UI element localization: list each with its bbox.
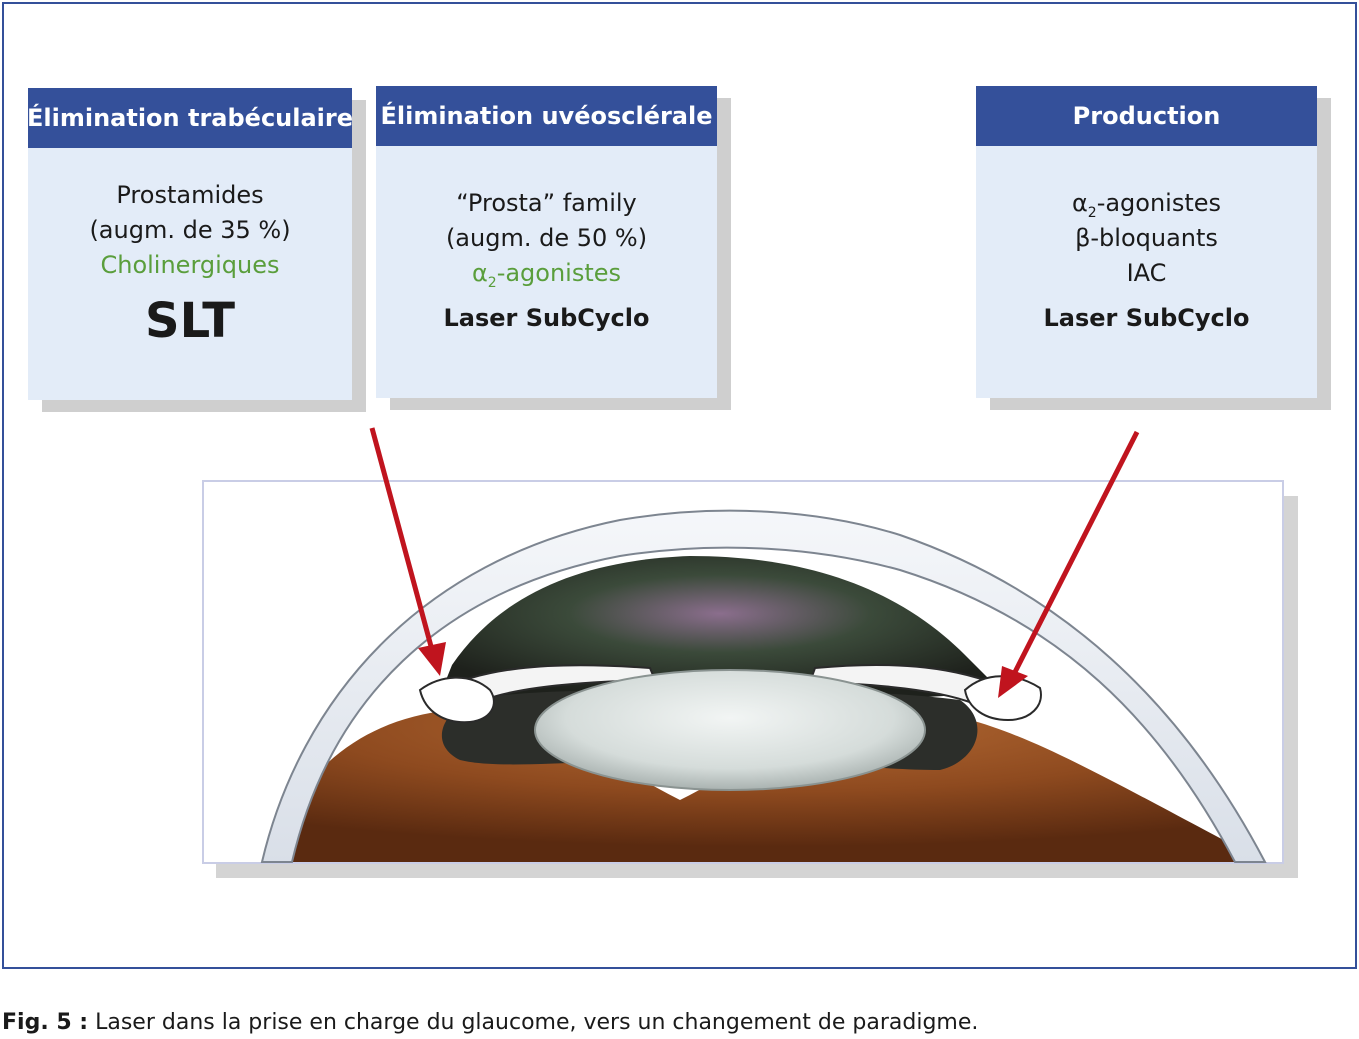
alpha2-agonistes-text: α2-agonistes [976,186,1317,221]
alpha-symbol: α [471,259,488,287]
augm-50-text: (augm. de 50 %) [445,224,648,252]
beta-bloquants-text: β-bloquants [1075,224,1218,252]
trabecular-angle-left [418,676,495,724]
prosta-family-text: “Prosta” family [456,189,637,217]
agonistes-text: -agonistes [496,259,622,287]
box-body: “Prosta” family (augm. de 50 %) α2-agoni… [376,186,717,336]
box-card: Élimination uvéosclérale “Prosta” family… [376,86,717,398]
slt-label: SLT [145,293,235,349]
box-title: Élimination trabéculaire [27,88,353,148]
arrow-production [998,430,1140,698]
alpha-subscript: 2 [1087,205,1097,221]
arrow-trabecular [369,427,446,676]
alpha-symbol: α [1071,189,1088,217]
cholinergiques-text: Cholinergiques [100,251,280,279]
caption-text: Laser dans la prise en charge du glaucom… [88,1010,979,1035]
laser-subcyclo-text: Laser SubCyclo [443,304,650,332]
crystalline-lens [534,669,926,791]
anterior-chamber [440,556,1000,700]
box-card: Production α2-agonistes β-bloquants IAC … [976,86,1317,398]
alpha-subscript: 2 [487,275,497,291]
figure-caption: Fig. 5 : Laser dans la prise en charge d… [2,1010,978,1035]
laser-subcyclo-text: Laser SubCyclo [1043,304,1250,332]
iac-text: IAC [1126,259,1167,287]
agonistes-text: -agonistes [1096,189,1222,217]
trabecular-angle-right [963,675,1042,722]
box-body: Prostamides (augm. de 35 %) Cholinergiqu… [28,178,352,349]
caption-label: Fig. 5 : [2,1010,89,1035]
box-title: Élimination uvéosclérale [376,86,717,146]
alpha2-agonistes-text: α2-agonistes [376,256,717,291]
box-card: Élimination trabéculaire Prostamides (au… [27,88,353,400]
augm-35-text: (augm. de 35 %) [89,216,291,244]
box-title: Production [976,86,1317,146]
prostamides-text: Prostamides [116,181,264,209]
box-body: α2-agonistes β-bloquants IAC Laser SubCy… [976,186,1317,336]
cornea-sclera [260,509,1267,863]
